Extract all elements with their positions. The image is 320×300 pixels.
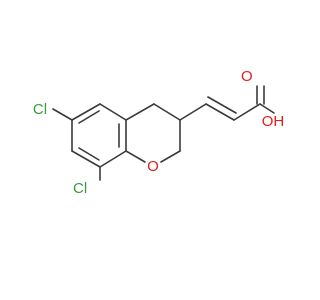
bond-aromatic-2: [99, 103, 127, 121]
bond-aromatic-1-inner: [78, 110, 100, 124]
bond-vinyl-double: [205, 103, 235, 121]
chlorine-label-top: Cl: [33, 101, 47, 118]
structure-canvas: Cl Cl O O OH: [32, 67, 285, 197]
bond-ring-c4a-c4: [125, 103, 155, 121]
molecule-diagram: Cl Cl O O OH: [33, 68, 285, 197]
hydroxyl-label: OH: [262, 113, 285, 130]
bond-ring-c2-o: [160, 150, 181, 163]
bond-c6-cl: [52, 108, 73, 121]
bond-vinyl-carboxyl: [233, 103, 261, 121]
bond-c3-vinyl: [179, 103, 207, 121]
bond-aromatic-1: [71, 103, 101, 121]
bond-vinyl-double-inner: [207, 96, 237, 114]
bond-aromatic-5: [71, 150, 101, 168]
bond-aromatic-4: [99, 150, 127, 168]
carbonyl-oxygen-label: O: [241, 68, 253, 85]
chlorine-label-bottom: Cl: [73, 180, 87, 197]
bond-c-oh: [259, 103, 275, 114]
bond-ring-o-c8a: [125, 150, 146, 163]
bond-aromatic-5-inner: [78, 147, 100, 161]
ring-oxygen-label: O: [147, 158, 159, 175]
bond-ring-c4-c3: [153, 103, 181, 121]
